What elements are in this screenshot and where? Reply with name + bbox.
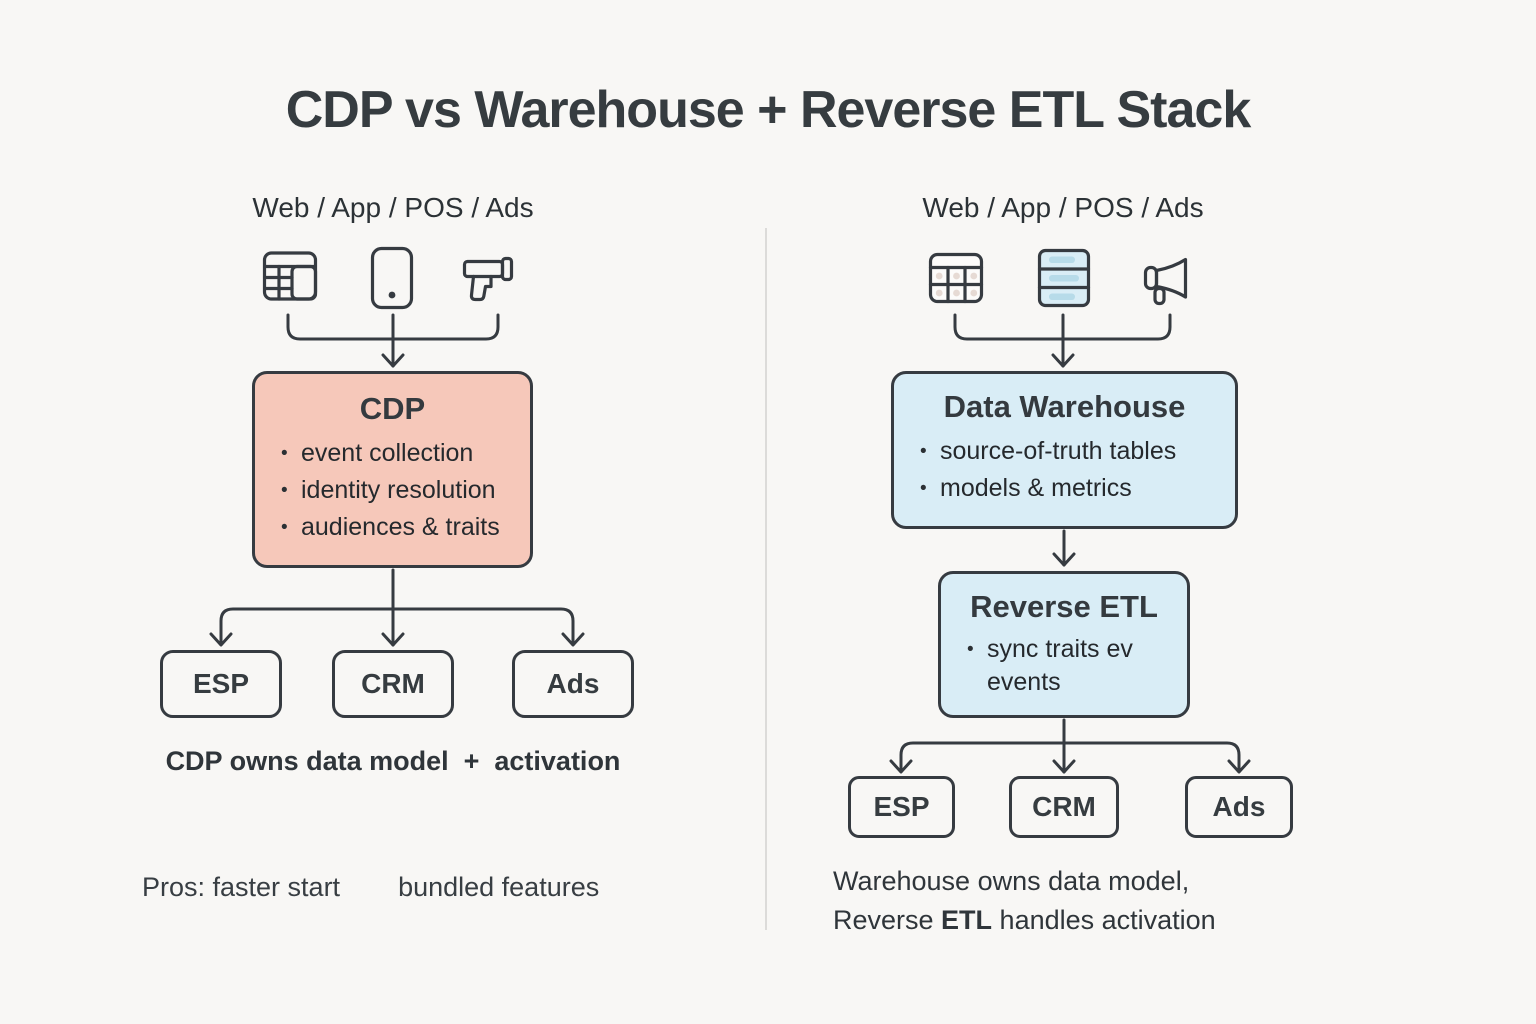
right-esp-label: ESP (873, 791, 930, 822)
retl-arrowhead-crm (1052, 759, 1076, 774)
left-caption: CDP owns data model + activation (165, 746, 621, 776)
right-sources-arrowhead (1051, 353, 1075, 368)
page-title: CDP vs Warehouse + Reverse ETL Stack (285, 81, 1252, 139)
right-caption: Warehouse owns data model, Reverse ETL h… (833, 862, 1216, 940)
barcode-scanner-icon (460, 248, 516, 304)
right-caption-etl-bold: ETL (941, 905, 993, 935)
right-crm-box: CRM (1009, 776, 1119, 838)
left-sources-bracket (286, 313, 500, 341)
cdp-box-title: CDP (359, 391, 426, 426)
pros-second: bundled features (398, 872, 600, 902)
retl-arrowhead-ads (1227, 759, 1251, 774)
cdp-bullet-list: event collection identity resolution aud… (255, 435, 530, 546)
left-sources-arrowhead (381, 353, 405, 368)
cdp-arrowhead-crm (381, 632, 405, 647)
bullet-item: event collection (277, 435, 530, 472)
pros-first: Pros: faster start (142, 872, 341, 902)
right-ads-label: Ads (1212, 791, 1266, 822)
left-ads-label: Ads (546, 668, 600, 699)
phone-icon (370, 246, 414, 310)
column-divider (765, 228, 767, 930)
left-esp-label: ESP (192, 668, 250, 699)
data-warehouse-box-title: Data Warehouse (943, 389, 1186, 424)
bullet-item: audiences & traits (277, 509, 530, 546)
cdp-arrowhead-esp (209, 632, 233, 647)
reverse-etl-box: Reverse ETL sync traits ev events (938, 571, 1190, 718)
database-stack-icon (1037, 248, 1091, 308)
left-esp-box: ESP (160, 650, 282, 718)
left-crm-label: CRM (361, 668, 425, 699)
data-warehouse-box: Data Warehouse source-of-truth tables mo… (891, 371, 1238, 529)
bullet-item: source-of-truth tables (916, 433, 1235, 470)
left-crm-box: CRM (332, 650, 454, 718)
warehouse-to-retl-arrowhead (1052, 552, 1076, 567)
bullet-item: identity resolution (277, 472, 530, 509)
cdp-arrowhead-ads (561, 632, 585, 647)
cdp-branch-rail (219, 607, 575, 646)
warehouse-bullet-list: source-of-truth tables models & metrics (894, 433, 1235, 507)
retl-branch-rail (899, 741, 1241, 773)
left-ads-box: Ads (512, 650, 634, 718)
right-caption-line-1: Warehouse owns data model, (833, 866, 1190, 896)
megaphone-icon (1142, 250, 1194, 306)
right-sources-bracket (953, 313, 1172, 341)
browser-table-icon (262, 250, 318, 302)
table-grid-icon (928, 252, 984, 304)
right-crm-label: CRM (1032, 791, 1096, 822)
retl-arrowhead-esp (889, 759, 913, 774)
right-caption-line-2: Reverse ETL handles activation (833, 905, 1216, 935)
cdp-box: CDP event collection identity resolution… (252, 371, 533, 568)
bullet-item: models & metrics (916, 470, 1235, 507)
right-sources-label: Web / App / POS / Ads (922, 192, 1204, 223)
pros-line: Pros: faster start bundled features (142, 872, 599, 903)
reverse-etl-box-title: Reverse ETL (970, 589, 1158, 624)
right-ads-box: Ads (1185, 776, 1293, 838)
right-esp-box: ESP (848, 776, 955, 838)
left-sources-label: Web / App / POS / Ads (252, 192, 534, 223)
bullet-item-continuation: events (987, 668, 1061, 696)
bullet-item: sync traits ev (963, 633, 1187, 666)
reverse-etl-bullet-list: sync traits ev (941, 633, 1187, 666)
